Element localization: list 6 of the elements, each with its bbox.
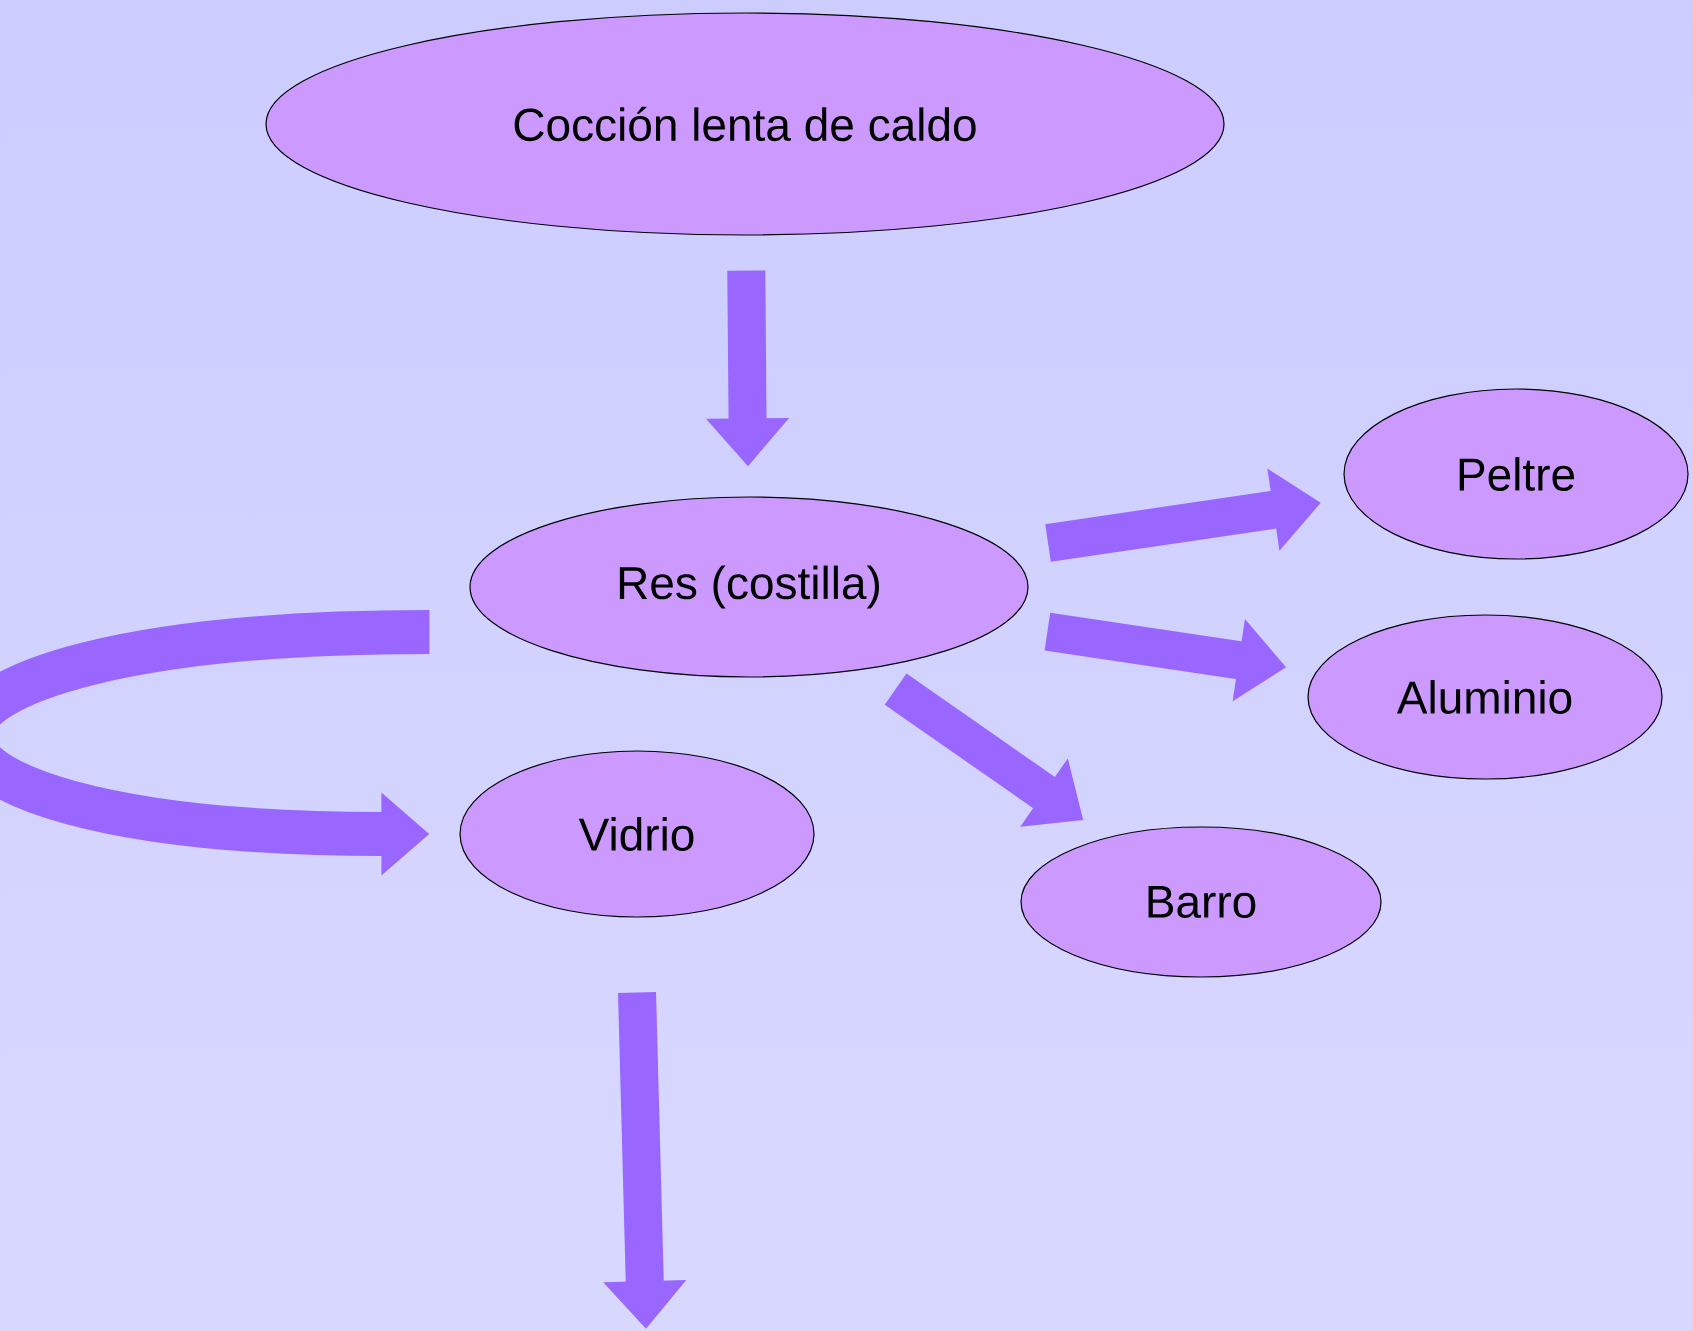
ellipse-node: Vidrio [459, 750, 815, 918]
ellipse-node: Cocción lenta de caldo [265, 12, 1225, 236]
ellipse-node: Res (costilla) [469, 496, 1029, 678]
ellipse-node: Aluminio [1307, 614, 1663, 780]
ellipse-node: Peltre [1343, 388, 1689, 560]
ellipse-node: Barro [1020, 826, 1382, 978]
